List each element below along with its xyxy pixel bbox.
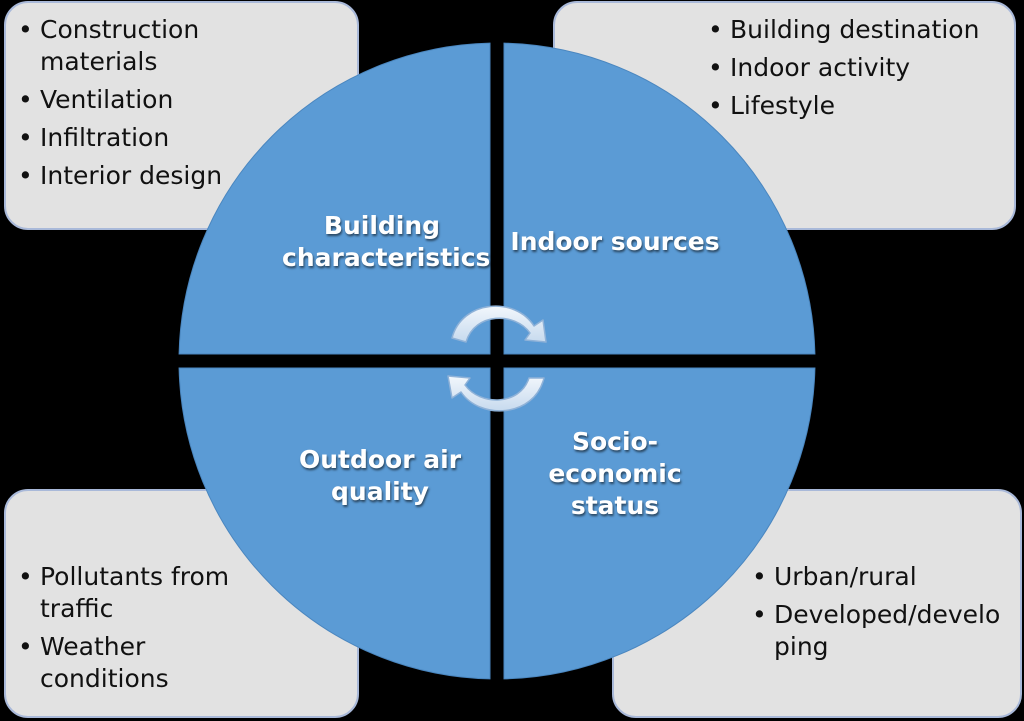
list-item: Indoor activity: [706, 52, 1006, 84]
quadrant-socio-economic-status: [503, 367, 816, 680]
label-line: economic: [548, 459, 682, 488]
quadrant-outdoor-air-quality: [178, 367, 491, 680]
quadrant-indoor-sources: [503, 42, 816, 355]
label-line: Indoor sources: [510, 227, 720, 256]
cycle-arrow-top: [451, 305, 547, 343]
label-line: status: [570, 491, 660, 520]
label-line: characteristics: [282, 243, 491, 272]
callout-list-indoor-sources: Building destination Indoor activity Lif…: [706, 14, 1006, 128]
callout-list-building-characteristics: Construction materials Ventilation Infil…: [16, 14, 241, 198]
label-line: Outdoor air: [298, 445, 462, 474]
list-item: Ventilation: [16, 84, 241, 116]
quadrant-label-indoor-sources: Indoor sources: [506, 226, 724, 258]
label-line: Building: [323, 211, 441, 240]
list-item: Construction materials: [16, 14, 241, 78]
callout-list-outdoor-air-quality: Pollutants from traffic Weather conditio…: [16, 561, 241, 701]
list-item: Lifestyle: [706, 90, 1006, 122]
cycle-arrow-bottom: [447, 375, 545, 412]
list-item: Pollutants from traffic: [16, 561, 241, 625]
circular-arrows-icon: [447, 305, 547, 412]
list-item: Urban/rural: [750, 561, 1012, 593]
list-item: Building destination: [706, 14, 1006, 46]
callout-list-socio-economic-status: Urban/rural Developed/develo ping: [750, 561, 1012, 669]
quadrant-building-characteristics: [178, 42, 491, 355]
list-item: Developed/develo ping: [750, 599, 1012, 663]
list-item: Infiltration: [16, 122, 241, 154]
quadrant-label-building-characteristics: Building characteristics: [282, 210, 491, 274]
list-item: Weather conditions: [16, 631, 241, 695]
label-line: Socio-: [571, 427, 659, 456]
quadrant-label-outdoor-air-quality: Outdoor air quality: [285, 444, 475, 508]
list-item: Interior design: [16, 160, 241, 192]
label-line: quality: [331, 477, 429, 506]
quadrant-label-socio-economic-status: Socio- economic status: [520, 426, 710, 522]
